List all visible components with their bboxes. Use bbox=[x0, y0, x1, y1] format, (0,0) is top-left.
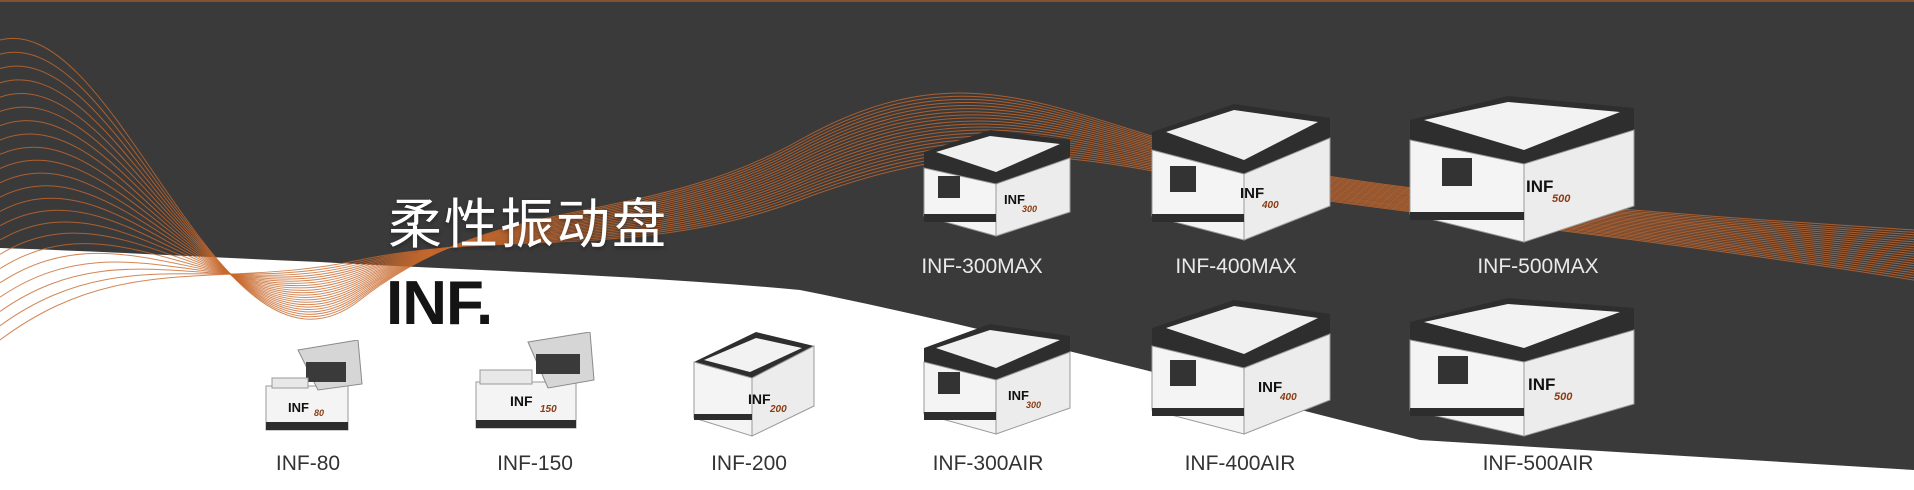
product-image: INF 200 bbox=[693, 332, 815, 437]
svg-text:INF: INF bbox=[288, 400, 309, 415]
product-inf-500air[interactable]: INF 500 bbox=[1408, 296, 1636, 444]
product-inf-300air[interactable]: INF 300 bbox=[920, 322, 1076, 442]
product-label-inf-80: INF-80 bbox=[275, 452, 341, 475]
product-badge: 200 bbox=[769, 404, 787, 415]
product-image: INF 80 bbox=[265, 340, 363, 431]
product-badge: 400 bbox=[1261, 200, 1279, 211]
product-inf-400air[interactable]: INF 400 bbox=[1148, 298, 1334, 442]
product-image: INF 400 bbox=[1151, 104, 1331, 241]
product-inf-300max[interactable]: INF 300 bbox=[920, 128, 1076, 244]
svg-text:INF: INF bbox=[1528, 375, 1555, 394]
product-badge: 80 bbox=[314, 408, 324, 418]
product-label-inf-300max: INF-300MAX bbox=[921, 255, 1043, 278]
product-inf-150[interactable]: INF 150 bbox=[470, 332, 600, 440]
product-inf-80[interactable]: INF 80 bbox=[258, 340, 368, 440]
product-image: INF 150 bbox=[475, 332, 595, 429]
product-badge: 300 bbox=[1026, 400, 1041, 410]
product-label-inf-300air: INF-300AIR bbox=[932, 452, 1044, 475]
svg-text:INF: INF bbox=[1240, 185, 1264, 202]
product-image: INF 500 bbox=[1409, 96, 1635, 243]
product-inf-200[interactable]: INF 200 bbox=[686, 326, 822, 442]
product-label-inf-500air: INF-500AIR bbox=[1482, 452, 1594, 475]
product-label-inf-400max: INF-400MAX bbox=[1175, 255, 1297, 278]
product-image: INF 300 bbox=[923, 324, 1071, 435]
brand-logo: INF. bbox=[386, 269, 493, 338]
product-label-inf-400air: INF-400AIR bbox=[1184, 452, 1296, 475]
product-image: INF 300 bbox=[923, 130, 1071, 237]
product-badge: 300 bbox=[1022, 204, 1037, 214]
product-image: INF 400 bbox=[1151, 300, 1331, 435]
product-label-inf-500max: INF-500MAX bbox=[1477, 255, 1599, 278]
product-badge: 500 bbox=[1554, 391, 1573, 403]
svg-text:INF: INF bbox=[1004, 192, 1025, 207]
product-inf-500max[interactable]: INF 500 bbox=[1408, 94, 1636, 250]
svg-text:INF: INF bbox=[1526, 177, 1553, 196]
svg-text:INF: INF bbox=[1258, 379, 1282, 396]
page-title-chinese: 柔性振动盘 bbox=[388, 193, 668, 256]
product-image: INF 500 bbox=[1409, 298, 1635, 437]
product-badge: 150 bbox=[540, 404, 557, 415]
product-badge: 500 bbox=[1552, 193, 1571, 205]
svg-text:INF: INF bbox=[1008, 388, 1029, 403]
product-inf-400max[interactable]: INF 400 bbox=[1148, 102, 1334, 248]
product-badge: 400 bbox=[1279, 392, 1297, 403]
svg-text:INF: INF bbox=[748, 391, 771, 407]
product-label-inf-200: INF-200 bbox=[711, 452, 787, 475]
svg-text:INF: INF bbox=[510, 393, 533, 409]
product-label-inf-150: INF-150 bbox=[497, 452, 573, 475]
